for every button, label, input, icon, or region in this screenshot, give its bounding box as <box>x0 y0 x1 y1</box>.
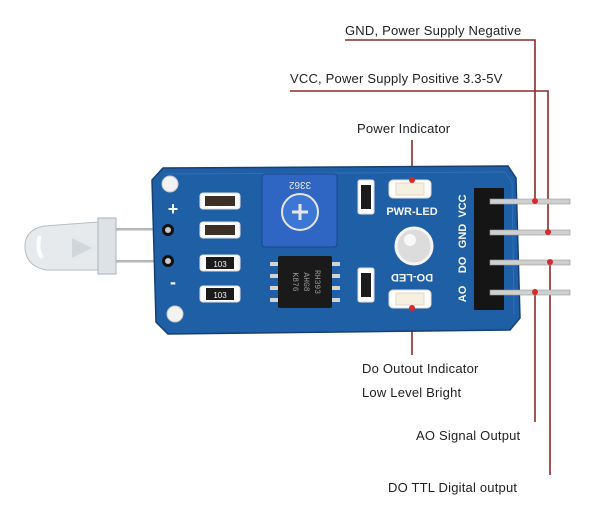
pin-do <box>489 259 571 266</box>
ir-led <box>24 217 173 275</box>
resistor-code-1: 103 <box>213 260 227 269</box>
smd-capacitors <box>199 192 241 239</box>
label-ao-output: AO Signal Output <box>416 428 521 443</box>
silk-do: DO <box>457 256 469 273</box>
label-do-output: DO TTL Digital output <box>388 480 518 495</box>
callout-line-vcc <box>290 90 549 232</box>
white-sensor-dome <box>394 226 434 266</box>
power-led: PWR-LED <box>386 179 438 218</box>
label-gnd: GND, Power Supply Negative <box>345 23 522 38</box>
do-led: DO-LED <box>388 271 433 309</box>
callout-lines <box>290 39 551 475</box>
silk-pwr-led: PWR-LED <box>386 206 437 218</box>
label-power-indicator: Power Indicator <box>357 121 451 136</box>
callout-line-gnd <box>345 39 536 200</box>
pin-gnd <box>489 229 571 236</box>
smd-resistors: 103 103 <box>199 254 241 303</box>
center-components <box>357 179 375 303</box>
pot-code: 3362 <box>288 179 311 190</box>
pin-header <box>474 188 571 310</box>
label-do-indicator: Do Outout Indicator <box>362 361 479 376</box>
silk-vcc: VCC <box>457 194 469 217</box>
silk-gnd: GND <box>457 224 469 249</box>
ic-marking-1: RH393 <box>312 270 321 294</box>
ic-chip: RH393 AHG8 K876 <box>270 256 340 308</box>
potentiometer: 3362 <box>261 173 338 248</box>
silk-minus: - <box>170 272 176 292</box>
label-low-level-bright: Low Level Bright <box>362 385 462 400</box>
resistor-code-2: 103 <box>213 291 227 300</box>
silk-plus: + <box>168 199 179 219</box>
pcb-board: + - 103 103 3362 <box>151 165 571 335</box>
callout-dots <box>409 177 553 311</box>
silk-do-led: DO-LED <box>391 271 433 283</box>
pin-vcc <box>489 198 571 205</box>
label-vcc: VCC, Power Supply Positive 3.3-5V <box>290 71 503 86</box>
pin-ao <box>489 289 571 296</box>
ic-marking-2: AHG8 <box>301 272 310 291</box>
silk-ao: AO <box>457 285 469 302</box>
ic-marking-3: K876 <box>290 272 299 291</box>
